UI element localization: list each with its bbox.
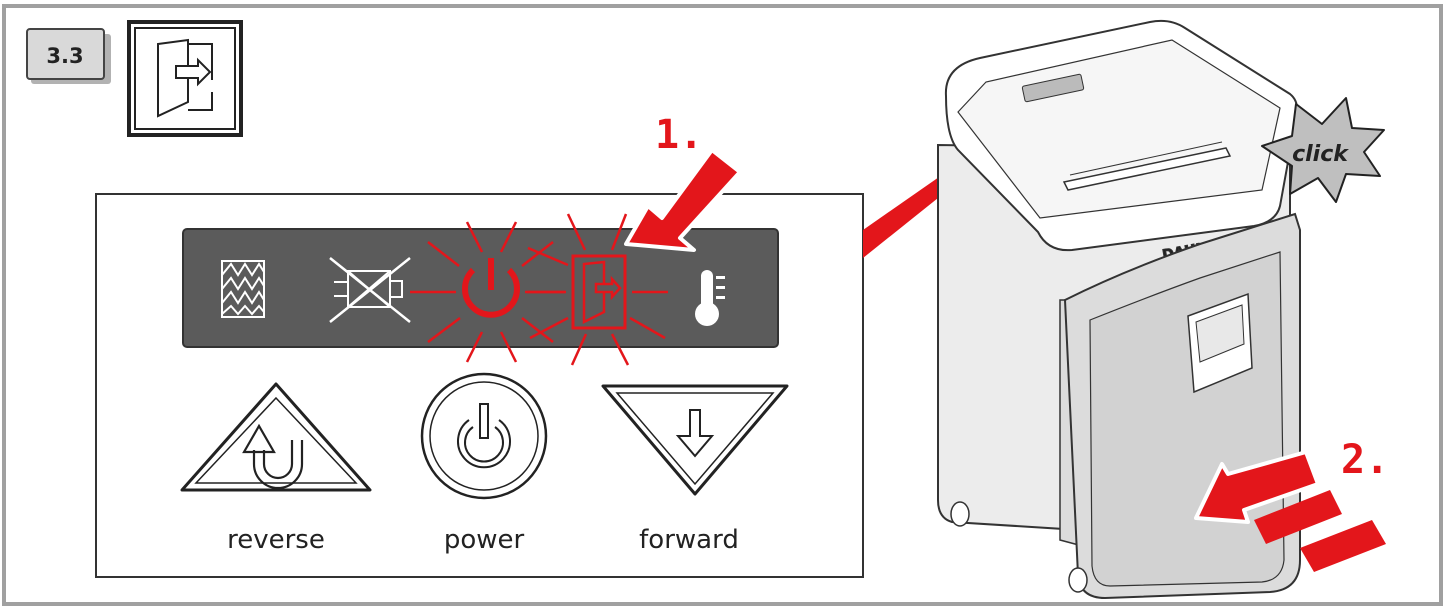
- forward-button: forward: [601, 384, 789, 555]
- step-badge: 3.3: [26, 28, 111, 84]
- figure-frame: [2, 4, 1443, 606]
- step-1-label: 1.: [655, 112, 703, 158]
- power-button: power: [420, 372, 548, 555]
- door-open-icon: [127, 20, 243, 137]
- click-starburst: click: [1261, 97, 1385, 203]
- motor-overheat-icon: [329, 257, 411, 323]
- forward-label: forward: [639, 525, 739, 555]
- step-1-arrow: 1.: [624, 112, 742, 252]
- forward-arrow-icon: [675, 409, 715, 458]
- door-open-indicator-icon: [527, 213, 668, 366]
- power-label: power: [444, 525, 525, 555]
- reverse-arrow-icon: [242, 423, 304, 490]
- bin-full-icon: [221, 260, 265, 318]
- power-indicator-icon: [410, 221, 565, 363]
- click-label: click: [1292, 142, 1349, 167]
- step-2-arrow: 2.: [1194, 437, 1389, 572]
- step-2-label: 2.: [1341, 437, 1389, 483]
- reverse-button: reverse: [180, 382, 372, 555]
- reverse-label: reverse: [227, 525, 325, 555]
- step-badge-label: 3.3: [46, 44, 83, 68]
- temperature-icon: [695, 270, 725, 326]
- power-icon: [457, 403, 511, 469]
